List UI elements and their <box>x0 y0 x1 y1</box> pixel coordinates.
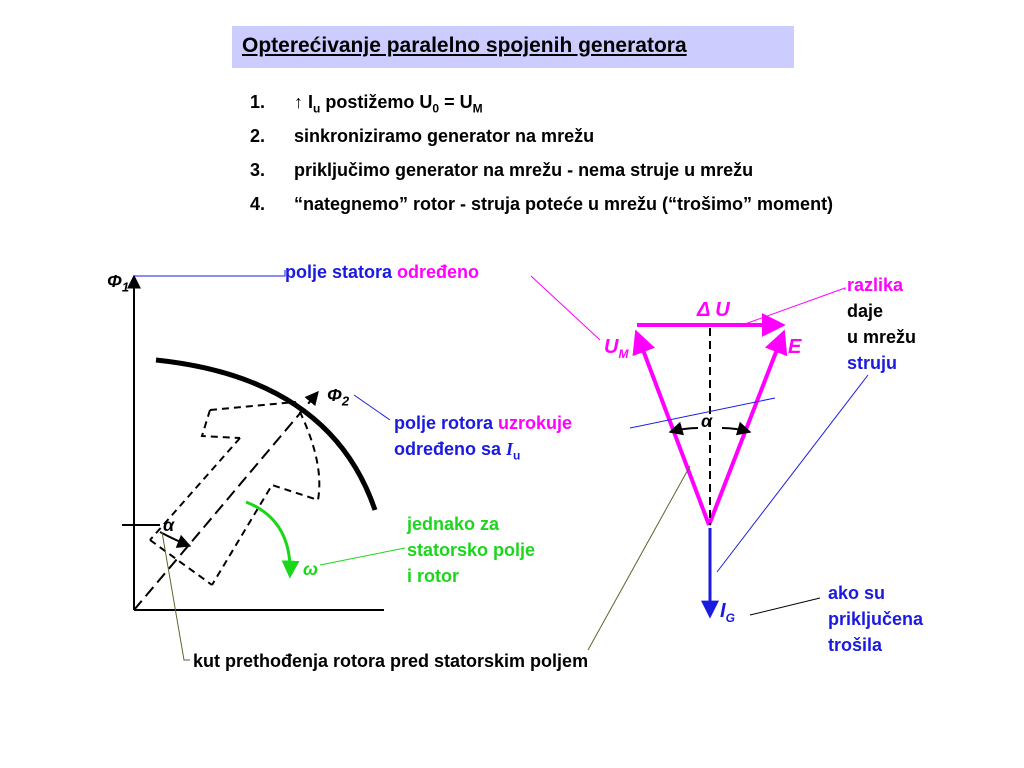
step-text: sinkroniziramo generator na mrežu <box>294 126 595 146</box>
step-text: ↑ Iu postižemo U0 = UM <box>294 92 483 116</box>
page-title: Opterećivanje paralelno spojenih generat… <box>242 34 687 57</box>
title-box: Opterećivanje paralelno spojenih generat… <box>232 26 794 68</box>
annotation-polje-statora: polje statora određeno <box>285 262 480 282</box>
annotation-kut: kut prethođenja rotora pred statorskim p… <box>193 651 589 671</box>
step-text: “nategnemo” rotor - struja poteće u mrež… <box>294 194 834 214</box>
phi2-axis <box>133 390 319 611</box>
up-arrow-icon: ↑ <box>294 92 303 112</box>
ig-symbol: IG <box>720 600 735 625</box>
step-text: priključimo generator na mrežu - nema st… <box>294 160 754 180</box>
step-number: 2. <box>250 126 266 146</box>
alpha-symbol-left: α <box>163 515 175 535</box>
step-number: 4. <box>250 194 266 214</box>
omega-arrow <box>245 500 300 579</box>
leader-lines <box>134 270 869 661</box>
annotation-polje-rotora: polje rotora uzrokuje određeno sa Iu <box>394 413 573 463</box>
um-symbol: UM <box>604 336 629 361</box>
phi2-symbol: Φ2 <box>327 385 350 409</box>
step-number: 1. <box>250 92 266 112</box>
omega-symbol: ω <box>303 559 319 579</box>
annotation-jednako: jednako za statorsko polje i rotor <box>407 514 536 586</box>
annotation-razlika: razlika daje u mrežu struju <box>847 275 917 373</box>
alpha-arc-right-r <box>721 421 752 436</box>
alpha-symbol-right: α <box>701 411 713 431</box>
e-phasor <box>707 329 788 526</box>
delta-u-symbol: Δ U <box>697 299 730 321</box>
rotor-pole <box>149 400 321 586</box>
machine-diagram <box>122 274 384 611</box>
alpha-arc-right-l <box>668 421 699 436</box>
annotation-ako-su: ako su priključena trošila <box>828 583 924 655</box>
e-symbol: E <box>788 336 802 358</box>
phi1-symbol: Φ1 <box>107 271 130 295</box>
step-number: 3. <box>250 160 266 180</box>
phasor-diagram <box>632 313 788 619</box>
